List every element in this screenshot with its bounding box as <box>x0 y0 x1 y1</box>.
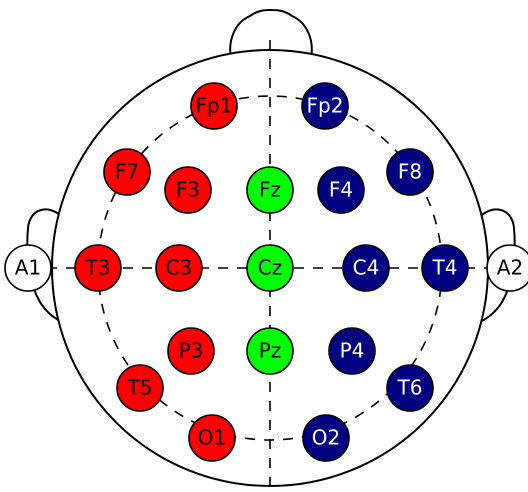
electrode-f7-marker <box>103 148 151 196</box>
electrode-p3: P3 <box>167 327 215 375</box>
electrode-t5-marker <box>116 364 164 412</box>
electrode-a2-marker <box>486 244 528 292</box>
electrode-t3-label: T3 <box>85 256 111 280</box>
electrode-a1-marker <box>4 244 52 292</box>
electrode-fp2-marker <box>301 82 349 130</box>
electrode-c4: C4 <box>342 244 390 292</box>
electrode-f4: F4 <box>317 166 365 214</box>
electrode-t5: T5 <box>116 364 164 412</box>
electrode-c4-marker <box>342 244 390 292</box>
electrode-f3-label: F3 <box>176 178 200 202</box>
electrode-p4-marker <box>328 327 376 375</box>
electrode-f8-marker <box>386 148 434 196</box>
electrode-t3: T3 <box>74 244 122 292</box>
electrode-o2: O2 <box>302 414 350 462</box>
electrode-t6-marker <box>386 364 434 412</box>
electrode-c4-label: C4 <box>353 256 380 280</box>
electrode-c3-label: C3 <box>166 256 193 280</box>
electrode-f7: F7 <box>103 148 151 196</box>
electrode-fp1-label: Fp1 <box>196 94 233 118</box>
electrode-t6-label: T6 <box>397 376 423 400</box>
electrode-f3-marker <box>164 166 212 214</box>
electrode-t4-marker <box>421 244 469 292</box>
electrode-fz-label: Fz <box>259 178 281 202</box>
electrode-p4-label: P4 <box>340 339 365 363</box>
electrode-o2-marker <box>302 414 350 462</box>
electrode-p3-label: P3 <box>179 339 204 363</box>
electrode-p4: P4 <box>328 327 376 375</box>
electrode-cz-label: Cz <box>258 256 282 280</box>
electrode-f3: F3 <box>164 166 212 214</box>
electrode-a2: A2 <box>486 244 528 292</box>
electrode-fp2-label: Fp2 <box>307 94 344 118</box>
electrode-f4-marker <box>317 166 365 214</box>
electrode-cz: Cz <box>246 244 294 292</box>
electrode-c3: C3 <box>155 244 203 292</box>
electrode-pz-label: Pz <box>259 339 282 363</box>
electrode-a1-label: A1 <box>15 256 41 280</box>
electrode-o1: O1 <box>188 414 236 462</box>
electrode-t3-marker <box>74 244 122 292</box>
electrode-pz: Pz <box>246 327 294 375</box>
electrode-f8: F8 <box>386 148 434 196</box>
electrode-f4-label: F4 <box>329 178 353 202</box>
electrode-t4-label: T4 <box>432 256 458 280</box>
nose-outline <box>229 8 313 63</box>
electrode-fp1-marker <box>190 82 238 130</box>
electrode-t5-label: T5 <box>127 376 153 400</box>
electrode-cz-marker <box>246 244 294 292</box>
electrode-o2-label: O2 <box>312 426 340 450</box>
electrode-fp1: Fp1 <box>190 82 238 130</box>
electrode-fp2: Fp2 <box>301 82 349 130</box>
electrode-t4: T4 <box>421 244 469 292</box>
electrode-c3-marker <box>155 244 203 292</box>
electrode-o1-label: O1 <box>198 426 226 450</box>
electrode-fz: Fz <box>246 166 294 214</box>
electrode-o1-marker <box>188 414 236 462</box>
electrode-f8-label: F8 <box>398 160 422 184</box>
electrode-a2-label: A2 <box>497 256 523 280</box>
electrode-a1: A1 <box>4 244 52 292</box>
electrode-t6: T6 <box>386 364 434 412</box>
electrode-pz-marker <box>246 327 294 375</box>
electrode-f7-label: F7 <box>115 160 139 184</box>
electrode-fz-marker <box>246 166 294 214</box>
electrode-p3-marker <box>167 327 215 375</box>
